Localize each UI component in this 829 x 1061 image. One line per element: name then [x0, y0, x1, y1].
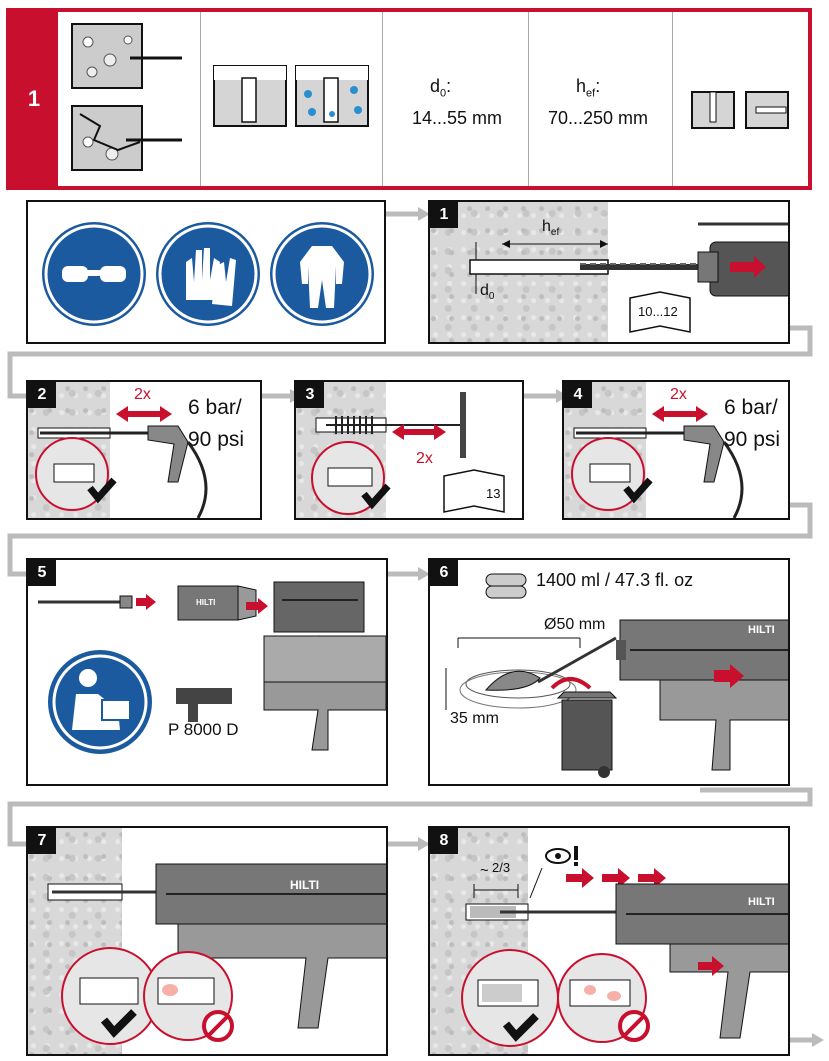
step-5-dispenser-label: P 8000 D	[168, 720, 239, 739]
step-4-pressure-2: 90 psi	[724, 428, 781, 451]
step-2-blow-panel: 2 2x 6 bar/ 90 psi	[26, 380, 262, 520]
header-step-badge: 1	[10, 12, 58, 186]
ppe-panel	[26, 200, 386, 344]
step-7-number: 7	[28, 828, 56, 854]
step-5-prepare-panel: 5 HILTI P 8000 D	[26, 558, 388, 786]
step-4-times: 2x	[670, 386, 687, 403]
protective-suit-icon	[270, 222, 374, 326]
step-6-height: 35 mm	[450, 710, 499, 727]
step-2-times: 2x	[134, 386, 151, 403]
step-6-number: 6	[430, 560, 458, 586]
step-6-brand: HILTI	[748, 624, 775, 636]
step-3-brush-panel: 3 2x 13	[294, 380, 524, 520]
step-3-number: 3	[296, 382, 324, 408]
step-2-number: 2	[28, 382, 56, 408]
goggles-icon	[42, 222, 146, 326]
step-2-pressure-1: 6 bar/	[188, 396, 242, 419]
step-7-inject-panel: 7 HILTI	[26, 826, 388, 1056]
step-1-hef-label: hef	[542, 218, 560, 239]
step-8-brand: HILTI	[748, 896, 775, 908]
step-4-pressure-1: 6 bar/	[724, 396, 778, 419]
step-2-pressure-2: 90 psi	[188, 428, 245, 451]
step-1-manual-ref: 10...12	[638, 304, 678, 319]
step-3-manual-ref: 13	[486, 486, 501, 501]
step-4-blow-panel: 4 2x 6 bar/ 90 psi	[562, 380, 790, 520]
step-8-fill-fraction: 2/3	[492, 860, 511, 875]
d0-label: d0:	[430, 76, 452, 100]
step-3-times: 2x	[416, 450, 433, 467]
hef-value: 70...250 mm	[548, 108, 649, 128]
gloves-icon	[156, 222, 260, 326]
step-1-drill-panel: 1 hef d0 10...12	[428, 200, 790, 344]
step-8-fill-approx: ~	[480, 862, 489, 879]
step-6-volume: 1400 ml / 47.3 fl. oz	[536, 570, 694, 590]
header-step-number: 1	[27, 86, 41, 111]
step-4-number: 4	[564, 382, 592, 408]
hef-label: hef:	[576, 76, 601, 100]
step-8-fill-panel: 8 ~ 2/3 HILTI	[428, 826, 790, 1056]
step-6-discard-panel: 6 1400 ml / 47.3 fl. oz Ø50 mm 35 mm HIL…	[428, 558, 790, 786]
concrete-cracked-icon	[70, 22, 190, 172]
step-5-number: 5	[28, 560, 56, 586]
step-5-cartridge-brand: HILTI	[196, 598, 216, 607]
step-6-diameter: Ø50 mm	[544, 616, 606, 633]
step-8-number: 8	[430, 828, 458, 854]
step-1-number: 1	[430, 202, 458, 228]
step-7-brand: HILTI	[290, 878, 320, 892]
step-1-d0-label: d0	[480, 282, 495, 303]
orientation-icon	[690, 90, 805, 130]
hole-dry-wet-icon	[212, 64, 372, 130]
d0-value: 14...55 mm	[412, 108, 503, 128]
header-banner: 1 d0: 14...55 mm	[6, 8, 812, 190]
